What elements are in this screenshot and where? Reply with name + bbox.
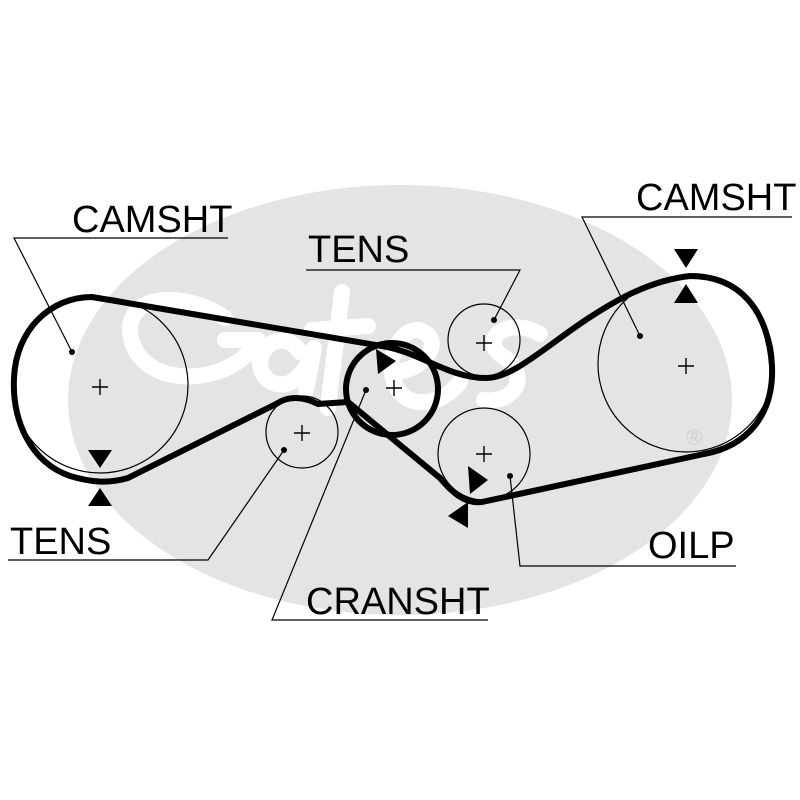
label-tens-top: TENS [308,229,409,271]
label-cransht: CRANSHT [306,581,490,623]
belt-crankshaft-wrap [343,340,441,438]
brand-watermark-logo: ® [68,185,732,615]
label-oilp: OILP [648,525,735,567]
pulley-centre-crosses [92,335,694,462]
label-tens-left: TENS [10,521,111,563]
leader-dot-cransht [363,387,369,393]
timing-mark-right-camshaft-lower [674,284,698,303]
leader-oilp [509,475,736,567]
leader-dot-camsht-right [637,333,643,339]
leader-lines [8,216,792,621]
leader-dot-tens-left [281,447,287,453]
tensioner-left-centre-cross [294,425,310,441]
timing-mark-oil-pump-upper [468,466,488,494]
timing-mark-left-camshaft-lower [88,488,112,506]
leader-dot-camsht-left [69,349,75,355]
leader-tens-top [306,269,521,321]
belt-main-loop [10,273,776,506]
leader-camsht-right [581,216,792,337]
leader-dot-tens-top [491,317,497,323]
leader-camsht-left [13,237,228,353]
camshaft-right-centre-cross [678,358,694,374]
tensioner-top-centre-cross [476,335,492,351]
component-labels: CAMSHT CAMSHT TENS TENS CRANSHT OILP [10,177,796,623]
watermark-registered-mark: ® [686,425,702,450]
camshaft-left-centre-cross [92,379,108,395]
label-camsht-right: CAMSHT [636,177,796,219]
leader-dot-oilp [507,473,513,479]
timing-mark-left-camshaft-upper [88,450,112,468]
timing-marks [88,249,698,528]
timing-mark-oil-pump-lower [448,502,468,528]
leader-tens-left [8,449,285,561]
crankshaft-centre-cross [386,380,402,396]
leader-cransht [271,389,488,621]
label-camsht-left: CAMSHT [72,199,232,241]
timing-mark-crankshaft [376,349,396,374]
oil-pump-centre-cross [476,446,492,462]
timing-mark-right-camshaft-upper [674,249,698,268]
timing-belt [10,273,776,506]
